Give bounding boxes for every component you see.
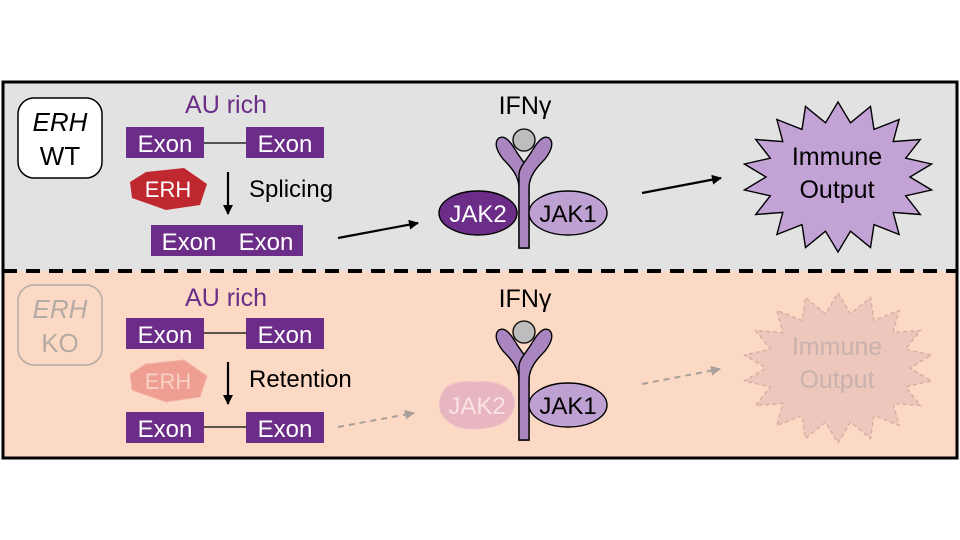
exon-right-top-label: Exon <box>258 131 313 158</box>
spliced-exon-left-label: Exon <box>162 229 217 256</box>
au-rich-label-top: AU rich <box>185 91 267 119</box>
ifng-label-top: IFNγ <box>499 92 552 120</box>
arrow-to-output-top <box>641 174 722 195</box>
jak1-top: JAK1 <box>528 190 608 236</box>
exon-left-bottom-label: Exon <box>138 322 193 349</box>
ko-badge-gene: ERH <box>33 294 88 324</box>
dashed-arrow-to-receptor-bottom <box>337 409 415 428</box>
exon-left-bottom: Exon <box>126 318 204 349</box>
au-rich-label-bottom: AU rich <box>185 284 267 312</box>
exon-right-bottom: Exon <box>246 318 324 349</box>
jak1-top-label: JAK1 <box>539 201 596 228</box>
spliced-exon-right-label: Exon <box>239 229 294 256</box>
erh-protein-label: ERH <box>145 177 191 202</box>
ko-badge-status: KO <box>41 328 79 358</box>
immune-output-faded-line1: Immune <box>792 333 882 361</box>
exon-right-top: Exon <box>246 127 324 158</box>
retained-exon-right-label: Exon <box>258 416 313 443</box>
ifng-label-bottom: IFNγ <box>499 285 552 313</box>
immune-output-top-line2: Output <box>799 176 874 204</box>
immune-output-top-line1: Immune <box>792 143 882 171</box>
immune-output-faded-line2: Output <box>799 366 874 394</box>
erh-protein-faded: ERH <box>129 359 208 403</box>
exon-left-top-label: Exon <box>138 131 193 158</box>
jak2-faded: JAK2 <box>438 380 516 430</box>
jak1-bottom: JAK1 <box>528 382 608 428</box>
ifng-ligand-bottom <box>512 320 536 344</box>
dashed-arrow-to-output-bottom <box>641 365 721 385</box>
immune-output-top: Immune Output <box>742 100 934 254</box>
jak2-top-label: JAK2 <box>449 201 506 228</box>
spliced-exons: Exon Exon <box>151 225 303 256</box>
exon-right-bottom-label: Exon <box>258 322 313 349</box>
retained-exon-left-label: Exon <box>138 416 193 443</box>
ko-badge: ERH KO <box>17 284 103 366</box>
jak2-faded-label: JAK2 <box>448 393 505 420</box>
wt-badge-gene: ERH <box>33 107 88 137</box>
splicing-label: Splicing <box>249 176 333 203</box>
erh-protein-faded-label: ERH <box>145 369 191 394</box>
ifng-receptor-top <box>495 128 553 249</box>
erh-protein: ERH <box>130 168 207 210</box>
immune-output-faded: Immune Output <box>742 291 934 445</box>
ifng-receptor-bottom <box>495 320 553 441</box>
retained-exon-right: Exon <box>246 412 324 443</box>
arrow-to-receptor-top <box>337 219 419 240</box>
wt-badge: ERH WT <box>17 97 103 179</box>
ifng-ligand-top <box>512 128 536 152</box>
retained-exon-left: Exon <box>126 412 204 443</box>
jak1-bottom-label: JAK1 <box>539 393 596 420</box>
figure-frame <box>1 80 959 460</box>
wt-badge-status: WT <box>40 141 81 171</box>
retention-label: Retention <box>249 366 352 393</box>
jak2-top: JAK2 <box>438 190 518 236</box>
exon-left-top: Exon <box>126 127 204 158</box>
